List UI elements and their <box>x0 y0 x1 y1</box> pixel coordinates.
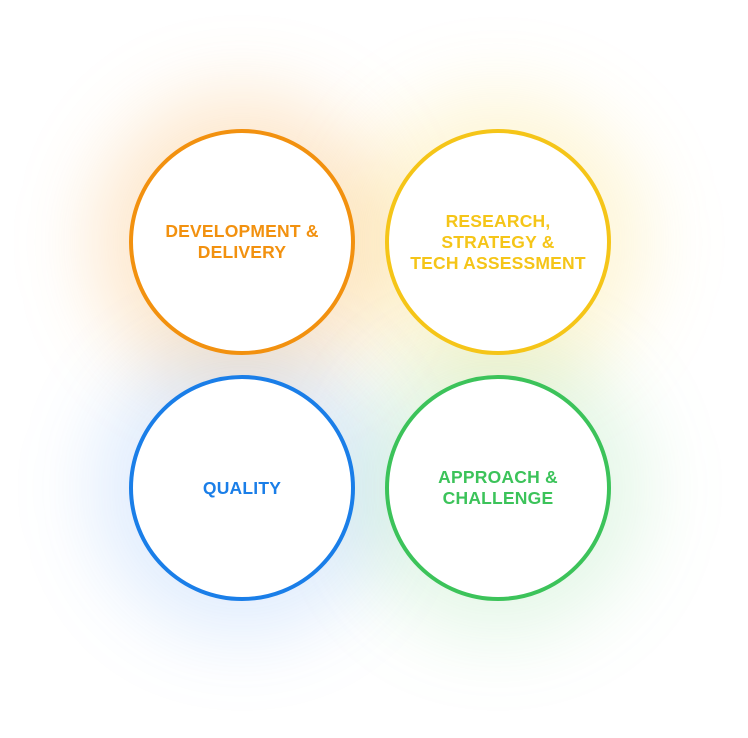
research-strategy-circle: RESEARCH, STRATEGY & TECH ASSESSMENT <box>385 129 611 355</box>
research-strategy-label: RESEARCH, STRATEGY & TECH ASSESSMENT <box>410 210 586 273</box>
quality-circle: QUALITY <box>129 375 355 601</box>
development-delivery-circle: DEVELOPMENT & DELIVERY <box>129 129 355 355</box>
quality-label: QUALITY <box>202 477 282 498</box>
development-delivery-label: DEVELOPMENT & DELIVERY <box>165 221 319 262</box>
approach-challenge-label: APPROACH & CHALLENGE <box>438 467 558 508</box>
approach-challenge-circle: APPROACH & CHALLENGE <box>385 375 611 601</box>
